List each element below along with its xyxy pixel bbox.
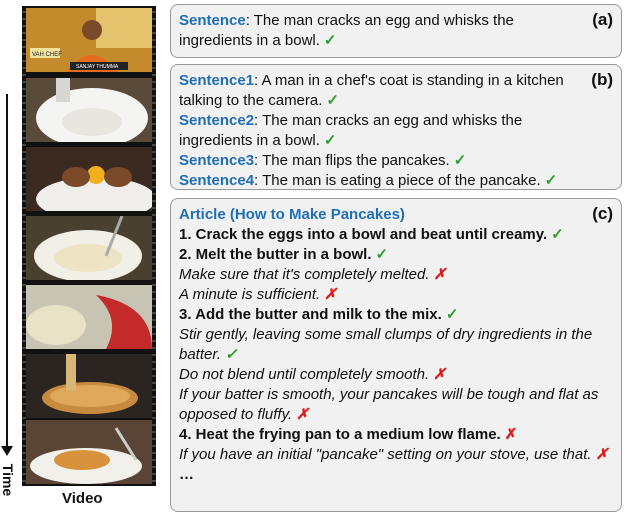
- article-line-text: If your batter is smooth, your pancakes …: [179, 386, 599, 423]
- cross-icon: ✗: [433, 366, 446, 383]
- panel-c-tag: (c): [592, 204, 613, 223]
- article-line-text: Stir gently, leaving some small clumps o…: [179, 326, 593, 363]
- check-icon: ✓: [323, 132, 337, 149]
- article-line-text: 2. Melt the butter in a bowl.: [179, 246, 372, 263]
- article-line-text: 3. Add the butter and milk to the mix.: [179, 306, 442, 323]
- chef-image: VAH CHEF SANJAY THUMMA: [26, 8, 152, 72]
- article-line: Do not blend until completely smooth.✗: [179, 365, 613, 385]
- article-line-text: 1. Crack the eggs into a bowl and beat u…: [179, 226, 548, 243]
- article-line: A minute is sufficient.✗: [179, 285, 613, 305]
- sentence-row-3: Sentence3: The man flips the pancakes.✓: [179, 151, 583, 171]
- pan-image: [26, 285, 152, 349]
- panel-a-tag: (a): [592, 10, 613, 29]
- sentence4-text: : The man is eating a piece of the panca…: [254, 172, 541, 189]
- check-icon: ✓: [224, 346, 238, 363]
- sentence-label: Sentence: [179, 12, 246, 29]
- sentence-row-1: Sentence1: A man in a chef's coat is sta…: [179, 71, 583, 111]
- time-arrow-icon: [1, 446, 13, 456]
- cross-icon: ✗: [595, 446, 609, 463]
- frame-logo: VAH CHEF: [32, 52, 62, 58]
- video-frame-bowl: [26, 78, 152, 142]
- check-icon: ✓: [453, 152, 467, 169]
- cross-icon: ✗: [433, 266, 447, 283]
- check-icon: ✓: [326, 92, 339, 109]
- video-frame-chef: VAH CHEF SANJAY THUMMA: [26, 8, 152, 72]
- time-axis-line: [6, 94, 8, 449]
- sentence1-text: : A man in a chef's coat is standing in …: [179, 72, 564, 109]
- pancake-image: [26, 354, 152, 418]
- sentence1-label: Sentence1: [179, 72, 255, 89]
- frame-caption: SANJAY THUMMA: [76, 64, 119, 70]
- article-line: If your batter is smooth, your pancakes …: [179, 385, 613, 425]
- video-frame-pan: [26, 285, 152, 349]
- video-frame-pancake: [26, 354, 152, 418]
- article-line: Stir gently, leaving some small clumps o…: [179, 325, 613, 365]
- article-line: Make sure that it's completely melted.✗: [179, 265, 613, 285]
- article-line: …: [179, 465, 613, 485]
- egg-image: [26, 147, 152, 211]
- check-icon: ✓: [445, 306, 459, 323]
- cross-icon: ✗: [296, 406, 309, 423]
- article-line-text: A minute is sufficient.: [179, 286, 321, 303]
- check-icon: ✓: [323, 32, 337, 49]
- video-label: Video: [62, 490, 103, 507]
- panel-b: (b) Sentence1: A man in a chef's coat is…: [170, 64, 622, 190]
- article-line: 1. Crack the eggs into a bowl and beat u…: [179, 225, 613, 245]
- check-icon: ✓: [375, 246, 389, 263]
- panel-b-tag: (b): [591, 70, 613, 89]
- sentence2-label: Sentence2: [179, 112, 255, 129]
- article-line-text: 4. Heat the frying pan to a medium low f…: [179, 426, 501, 443]
- sentence-row-4: Sentence4: The man is eating a piece of …: [179, 171, 583, 191]
- eating-image: [26, 420, 152, 484]
- article-line: 2. Melt the butter in a bowl.✓: [179, 245, 613, 265]
- cross-icon: ✗: [324, 286, 337, 303]
- film-perforation-left: [22, 6, 26, 486]
- time-label: Time: [0, 463, 17, 497]
- panel-c: (c) Article (How to Make Pancakes) 1. Cr…: [170, 198, 622, 512]
- video-frame-eating: [26, 420, 152, 484]
- sentence2-text: : The man cracks an egg and whisks the i…: [179, 112, 523, 149]
- article-line-text: …: [179, 466, 194, 483]
- cross-icon: ✗: [504, 426, 518, 443]
- article-line: If you have an initial "pancake" setting…: [179, 445, 613, 465]
- article-line-text: Make sure that it's completely melted.: [179, 266, 430, 283]
- sentence4-label: Sentence4: [179, 172, 255, 189]
- article-title: Article (How to Make Pancakes): [179, 206, 405, 223]
- video-film-strip: VAH CHEF SANJAY THUMMA: [22, 6, 156, 486]
- article-line: 3. Add the butter and milk to the mix.✓: [179, 305, 613, 325]
- panel-a: (a) Sentence: The man cracks an egg and …: [170, 4, 622, 58]
- sentence-text: : The man cracks an egg and whisks the i…: [179, 12, 514, 49]
- sentence3-label: Sentence3: [179, 152, 255, 169]
- check-icon: ✓: [551, 226, 564, 243]
- video-frame-whisk: [26, 216, 152, 280]
- article-line: 4. Heat the frying pan to a medium low f…: [179, 425, 613, 445]
- whisk-image: [26, 216, 152, 280]
- article-line-text: Do not blend until completely smooth.: [179, 366, 430, 383]
- article-lines: 1. Crack the eggs into a bowl and beat u…: [179, 225, 613, 485]
- video-frame-egg: [26, 147, 152, 211]
- sentence3-text: : The man flips the pancakes.: [254, 152, 450, 169]
- film-perforation-right: [152, 6, 156, 486]
- sentence-row-2: Sentence2: The man cracks an egg and whi…: [179, 111, 583, 151]
- article-line-text: If you have an initial "pancake" setting…: [179, 446, 592, 463]
- check-icon: ✓: [544, 172, 558, 189]
- bowl-image: [26, 78, 152, 142]
